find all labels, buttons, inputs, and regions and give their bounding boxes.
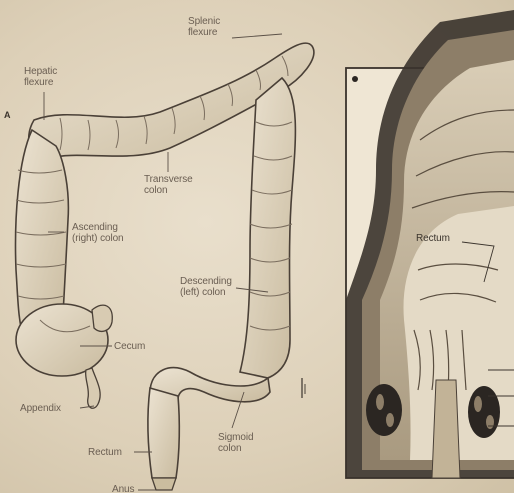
large-intestine-drawing: [16, 34, 314, 490]
label-anus: Anus: [112, 484, 134, 493]
label-ascending-colon: Ascending (right) colon: [72, 222, 124, 244]
label-sigmoid-colon: Sigmoid colon: [218, 432, 253, 454]
label-rectum: Rectum: [88, 447, 122, 458]
appendix-shape: [86, 368, 101, 408]
label-splenic-flexure: Splenic flexure: [188, 16, 220, 38]
label-hepatic-flexure: Hepatic flexure: [24, 66, 57, 88]
label-cecum: Cecum: [114, 341, 145, 352]
rectum-shape: [148, 388, 179, 478]
panel-b-marker: [352, 76, 358, 82]
label-descending-colon: Descending (left) colon: [180, 276, 232, 298]
rectum-section-drawing: [346, 10, 514, 478]
label-transverse-colon: Transverse colon: [144, 174, 193, 196]
panel-a-letter: A: [4, 110, 11, 120]
label-rectum-section: Rectum: [416, 233, 450, 244]
label-appendix: Appendix: [20, 403, 61, 414]
